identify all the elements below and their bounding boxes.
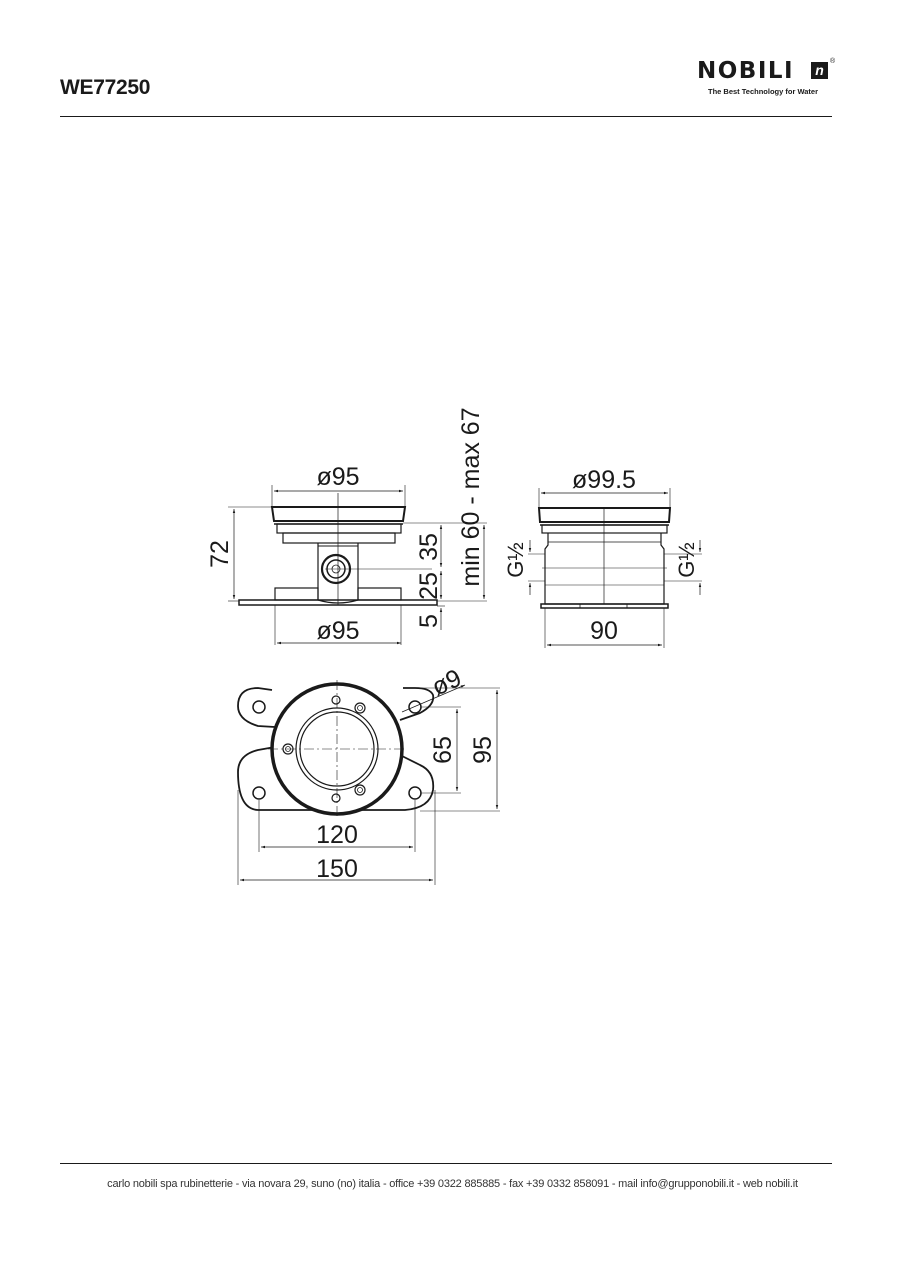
plan-view <box>237 680 500 885</box>
plan-hole-spacing-vertical: 65 <box>429 736 457 764</box>
front-view-labels: ø95 ø95 72 35 25 5 min 60 - max 67 <box>206 407 485 645</box>
side-inlet-right: G½ <box>674 542 699 577</box>
side-top-diameter: ø99.5 <box>572 466 636 494</box>
nobili-logo: NOBILI n ® The Best Technology for Water <box>694 58 838 98</box>
footer-divider <box>60 1163 832 1164</box>
plan-view-labels: ø9 65 95 120 150 <box>316 664 497 883</box>
plan-width: 150 <box>316 855 358 883</box>
plan-height: 95 <box>469 736 497 764</box>
side-view <box>528 488 702 648</box>
front-total-height: 72 <box>206 540 234 568</box>
plan-hole-spacing-horizontal: 120 <box>316 821 358 849</box>
logo-tagline: The Best Technology for Water <box>708 87 819 96</box>
front-dim-35: 35 <box>415 533 443 561</box>
company-footer: carlo nobili spa rubinetterie - via nova… <box>107 1178 798 1190</box>
front-top-diameter: ø95 <box>316 463 359 491</box>
front-dim-5: 5 <box>415 614 443 628</box>
front-dim-25: 25 <box>415 572 443 600</box>
logo-wordmark: NOBILI <box>697 58 795 84</box>
side-view-labels: ø99.5 90 G½ G½ <box>503 466 699 645</box>
side-inlet-left: G½ <box>503 542 528 577</box>
header-divider <box>60 116 832 117</box>
side-width: 90 <box>590 617 618 645</box>
registered-icon: ® <box>830 58 836 65</box>
product-code: WE77250 <box>60 76 151 99</box>
front-view <box>228 485 487 645</box>
front-bottom-diameter: ø95 <box>316 617 359 645</box>
logo-mark-icon: n <box>811 62 828 79</box>
front-install-range: min 60 - max 67 <box>457 407 485 586</box>
